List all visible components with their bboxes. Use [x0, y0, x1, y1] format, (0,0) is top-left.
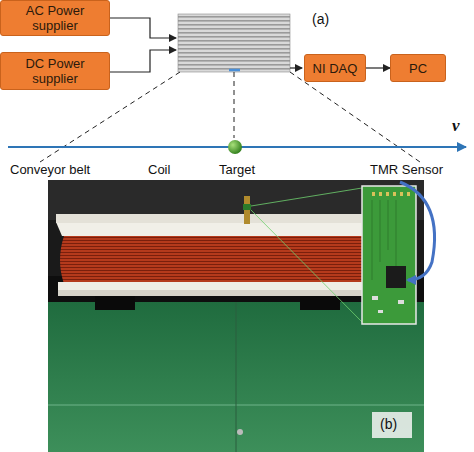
daq-box: NI DAQ [304, 54, 366, 82]
box-text: AC Power supplier [7, 3, 103, 33]
coil-symbol [178, 14, 290, 72]
velocity-symbol: v [452, 118, 460, 133]
power-wire [110, 18, 176, 38]
part-name: Conveyor belt [10, 162, 90, 177]
part-name: TMR Sensor [370, 162, 443, 177]
leader-line [290, 72, 420, 162]
part-name: Coil [148, 162, 170, 177]
box-text: DC Power supplier [7, 56, 103, 86]
box-text: PC [409, 61, 427, 76]
panel-label: (a) [312, 12, 329, 27]
leader-line [234, 72, 235, 138]
target-ball [228, 140, 242, 154]
panel-label: (b) [380, 417, 397, 432]
pc-box: PC [390, 54, 446, 82]
part-name: Target [219, 162, 255, 177]
box-text: NI DAQ [313, 61, 358, 76]
power-wire [110, 50, 176, 72]
power-box: AC Power supplier [0, 0, 110, 36]
connector-arrow [366, 67, 390, 68]
power-box: DC Power supplier [0, 52, 110, 90]
signal-wire [290, 67, 302, 68]
photo [48, 180, 435, 452]
